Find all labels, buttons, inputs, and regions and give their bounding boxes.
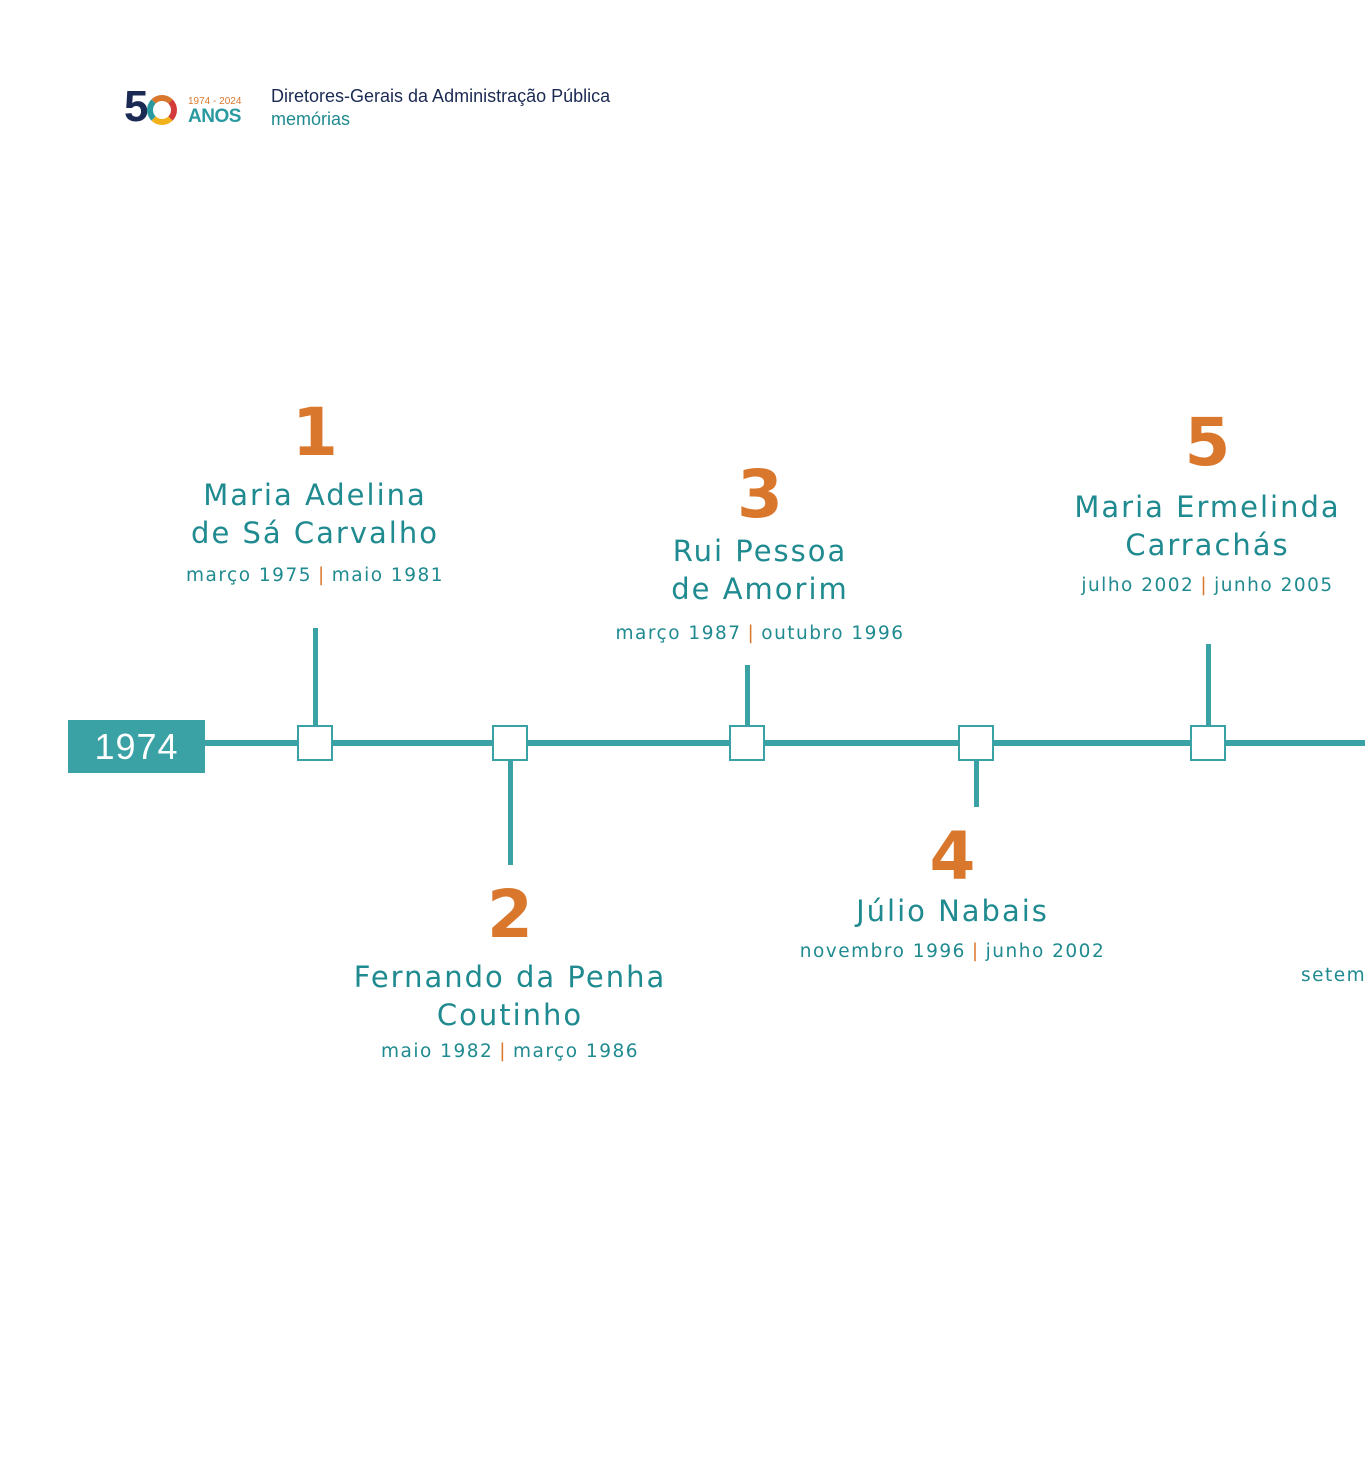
header-title: Diretores-Gerais da Administração Públic… [271,86,611,106]
stem-5 [1206,644,1211,726]
timeline-node-5[interactable] [1190,725,1226,761]
start-year-label: 1974 [68,720,205,773]
entry-start-date: março 1987 [615,623,742,644]
entry-dates: maio 1982| março 1986 [340,1040,680,1064]
entry-name-line1: Maria Ermelinda [1074,490,1341,524]
entry-name-line2: Coutinho [436,998,584,1032]
entry-end-date: outubro 1996 [761,623,905,644]
timeline-node-3[interactable] [729,725,765,761]
timeline-entry-1: 1 Maria Adelina de Sá Carvalho março 197… [160,400,470,588]
entry-end-date: maio 1981 [331,565,445,586]
entry-number: 5 [1184,404,1231,481]
entry-name-line2: Carrachás [1125,528,1290,562]
date-separator: | [747,623,756,644]
timeline-node-1[interactable] [297,725,333,761]
logo-fifty: 5 [124,82,178,131]
timeline-line [205,740,1365,746]
entry-end-date: março 1986 [513,1041,640,1062]
entry-number: 4 [929,818,976,895]
entry-end-date: junho 2005 [1214,575,1334,596]
stem-4 [974,760,979,807]
logo-50-anos: 5 1974 - 2024 ANOS [124,85,254,129]
logo-years: 1974 - 2024 [188,96,242,107]
entry-dates: novembro 1996|junho 2002 [780,940,1125,964]
entry-name-line1: Maria Adelina [203,478,427,512]
logo-anos: ANOS [188,106,241,127]
stem-2 [508,760,513,865]
date-separator: | [499,1041,507,1062]
entry-number: 2 [487,876,533,953]
stem-1 [313,628,318,726]
partial-next-date: setem [1301,965,1365,986]
entry-dates: julho 2002|junho 2005 [1060,574,1355,598]
entry-dates: março 1975 |maio 1981 [160,564,470,588]
logo-zero-ring [147,95,178,125]
timeline-entry-5: 5 Maria Ermelinda Carrachás julho 2002|j… [1060,410,1355,598]
header-subtitle: memórias [271,109,351,129]
timeline-node-4[interactable] [958,725,994,761]
stem-3 [745,665,750,726]
entry-name-line1: Rui Pessoa [672,534,848,568]
timeline-entry-4: 4 Júlio Nabais novembro 1996|junho 2002 [780,824,1125,964]
entry-start-date: março 1975 [185,565,312,586]
logo-five: 5 [124,82,149,131]
entry-start-date: julho 2002 [1081,575,1195,596]
timeline-node-2[interactable] [492,725,528,761]
timeline-entry-3: 3 Rui Pessoa de Amorim março 1987|outubr… [590,462,930,646]
entry-start-date: novembro 1996 [799,941,966,962]
entry-start-date: maio 1982 [380,1041,494,1062]
entry-name-line2: de Amorim [671,572,849,606]
entry-dates: março 1987|outubro 1996 [590,622,930,646]
date-separator: | [1200,575,1209,596]
entry-number: 3 [737,456,783,533]
entry-name-line2: de Sá Carvalho [191,516,439,550]
entry-end-date: junho 2002 [985,941,1106,962]
date-separator: | [971,941,980,962]
date-separator: | [318,565,326,586]
entry-name-line1: Fernando da Penha [353,960,667,994]
timeline-entry-2: 2 Fernando da Penha Coutinho maio 1982|m… [340,882,680,1064]
entry-number: 1 [292,394,338,471]
entry-name-line1: Júlio Nabais [856,894,1049,928]
